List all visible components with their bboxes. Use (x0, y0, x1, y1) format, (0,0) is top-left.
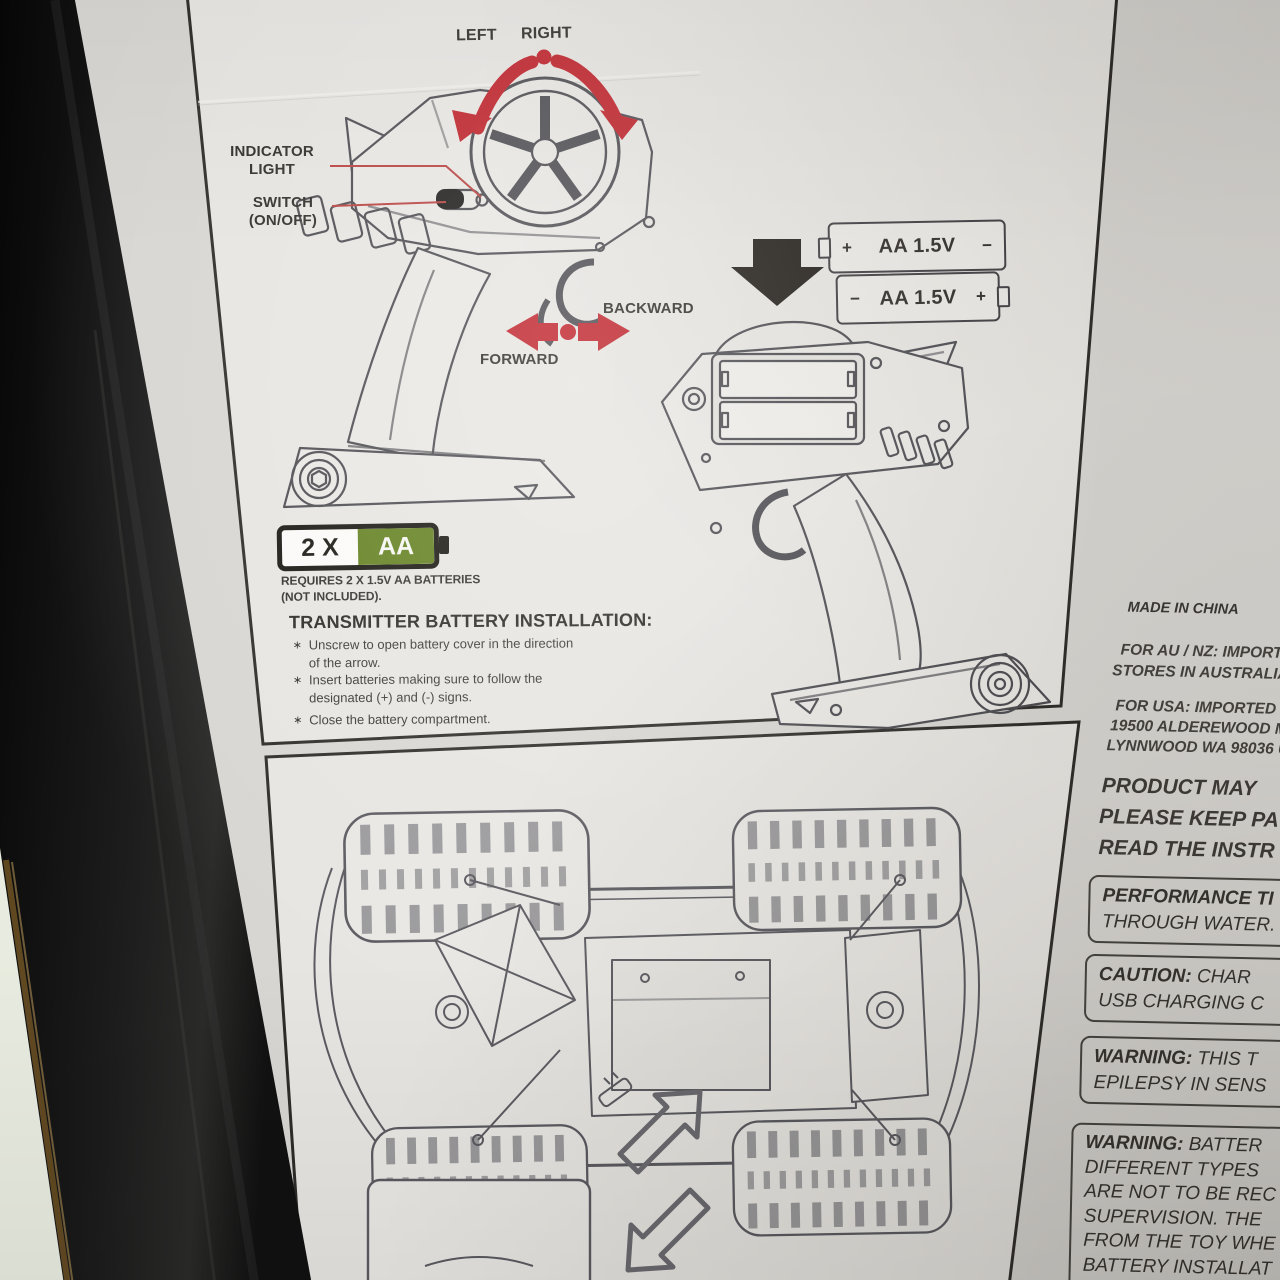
installation-bullet: ∗ Close the battery compartment. (293, 709, 713, 730)
steering-left-label: LEFT (455, 26, 497, 45)
battery-count: 2 X (300, 532, 340, 562)
battery-count-badge: 2 X AA (276, 522, 440, 572)
badge-terminal (439, 536, 449, 554)
installation-bullet: designated (+) and (-) signs. (309, 689, 473, 706)
transmitter-front-diagram (282, 76, 656, 509)
installation-bullets: ∗ Unscrew to open battery cover in the d… (293, 634, 714, 730)
chassis-bottom-diagram (313, 808, 980, 1280)
bullet-marker: ∗ (292, 639, 303, 652)
battery-cover (366, 1178, 592, 1280)
product-notice: READ THE INSTR (1098, 836, 1275, 863)
battery-cell-2: − AA 1.5V + (835, 271, 1011, 325)
tire-front-right (733, 808, 962, 931)
battery-terminal (996, 286, 1011, 308)
battery-cell-1: + AA 1.5V − (817, 219, 1007, 274)
importer-usa: 19500 ALDEREWOOD MA (1109, 717, 1280, 739)
indicator-light-label: INDICATOR LIGHT (230, 143, 314, 178)
battery-sign: + (975, 286, 987, 306)
board-edge (3, 859, 71, 1280)
installation-title: TRANSMITTER BATTERY INSTALLATION: (288, 609, 653, 633)
screw-icon (598, 1077, 633, 1108)
down-arrow-icon (731, 239, 824, 306)
bullet-marker: ∗ (293, 714, 303, 727)
performance-tip-box: PERFORMANCE TI THROUGH WATER. (1087, 874, 1280, 949)
transmitter-rear-diagram (660, 320, 1052, 730)
indicator-light-icon (475, 193, 489, 207)
battery-terminal (817, 237, 832, 259)
steering-right-label: RIGHT (520, 24, 572, 43)
side-panel-text: MADE IN CHINA FOR AU / NZ: IMPORTE STORE… (1064, 585, 1280, 1280)
battery-sign: + (841, 237, 853, 257)
requires-note: REQUIRES 2 X 1.5V AA BATTERIES (NOT INCL… (280, 572, 481, 604)
importer-usa: FOR USA: IMPORTED BY (1115, 697, 1280, 718)
battery-type-label: AA 1.5V (878, 234, 956, 258)
importer-au-nz: STORES IN AUSTRALIA (1112, 662, 1280, 683)
importer-au-nz: FOR AU / NZ: IMPORTE (1120, 641, 1280, 663)
importer-usa: LYNNWOOD WA 98036 U (1106, 737, 1280, 758)
product-notice: PLEASE KEEP PA (1098, 805, 1280, 832)
product-notice: PRODUCT MAY (1101, 774, 1257, 801)
warning-box-1: WARNING: THIS T EPILEPSY IN SENS (1079, 1035, 1280, 1110)
made-in-china-label: MADE IN CHINA (1127, 599, 1239, 618)
battery-cover-arrows-icon (617, 1089, 711, 1273)
battery-sign: − (849, 289, 861, 309)
caution-box: CAUTION: CHAR USB CHARGING C (1083, 953, 1280, 1028)
battery-sign: − (981, 235, 993, 255)
steering-direction-arrows-icon (452, 49, 638, 142)
switch-label: SWITCH (ON/OFF) (248, 194, 318, 229)
bullet-marker: ∗ (292, 674, 303, 687)
backward-label: BACKWARD (603, 300, 694, 317)
table-surface (0, 848, 64, 1280)
battery-type-label: AA 1.5V (879, 285, 957, 310)
throttle-direction-arrows-icon (506, 313, 630, 351)
crease-line (197, 70, 701, 104)
tire-rear-right (732, 1118, 951, 1236)
forward-label: FORWARD (480, 351, 559, 368)
label-leader-lines (330, 165, 482, 207)
box-edge (0, 0, 312, 1280)
warning-box-2: WARNING: BATTER DIFFERENT TYPES ARE NOT … (1067, 1122, 1280, 1280)
battery-size: AA (357, 527, 435, 565)
